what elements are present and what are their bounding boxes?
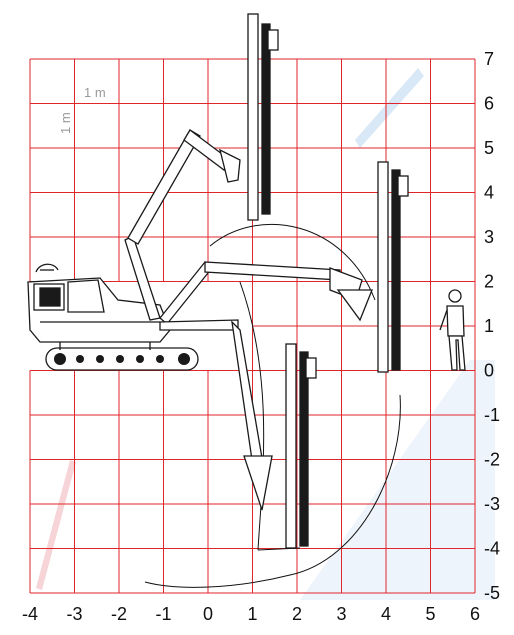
x-tick-label: 4 [381,604,391,624]
x-tick-label: 0 [203,604,213,624]
y-tick-label: 0 [484,361,494,381]
reach-arc [144,224,401,588]
x-tick-label: 6 [470,604,480,624]
x-tick-label: 2 [292,604,302,624]
x-tick-label: -2 [111,604,127,624]
y-tick-label: 2 [484,272,494,292]
crawler-drill-rig-icon [27,263,199,371]
y-tick-label: 6 [484,94,494,114]
x-tick-label: -3 [66,604,82,624]
x-tick-label: 3 [336,604,346,624]
y-tick-label: 5 [484,138,494,158]
boom-horizontal [159,161,409,373]
x-tick-label: 1 [247,604,257,624]
boom-lowered [159,319,317,549]
y-tick-label: -4 [484,539,500,559]
y-tick-label: -2 [484,450,500,470]
person-icon [439,289,466,371]
x-axis-ticks: -4 -3 -2 -1 0 1 2 3 4 5 6 [22,604,480,624]
y-tick-label: -3 [484,494,500,514]
scale-label-vertical: 1 m [58,112,73,134]
x-tick-label: -4 [22,604,38,624]
y-axis-ticks: 7 6 5 4 3 2 1 0 -1 -2 -3 -4 -5 [484,49,500,603]
x-tick-label: -1 [155,604,171,624]
y-tick-label: 3 [484,227,494,247]
x-tick-label: 5 [425,604,435,624]
scale-label-horizontal: 1 m [84,85,106,100]
y-tick-label: 1 [484,316,494,336]
y-tick-label: -1 [484,405,500,425]
y-tick-label: 4 [484,183,494,203]
y-tick-label: 7 [484,49,494,69]
y-tick-label: -5 [484,583,500,603]
boom-raised [124,13,279,321]
